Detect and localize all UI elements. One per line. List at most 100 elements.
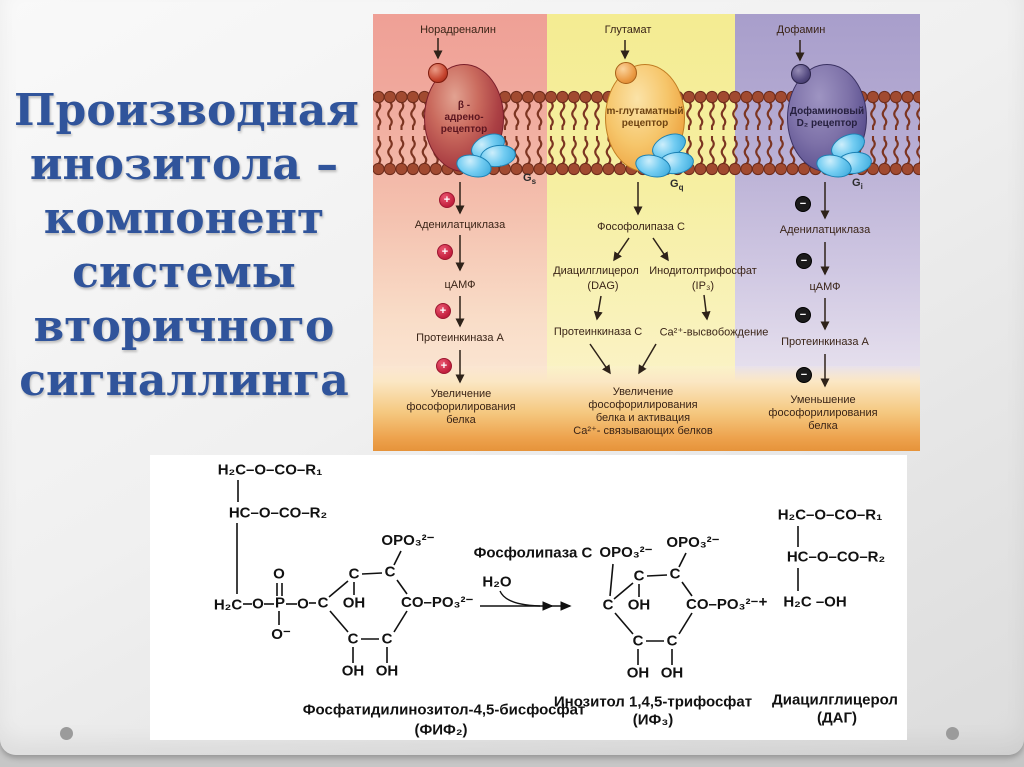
receptor-label: β - (457, 100, 471, 111)
dag-acyl-chain-1: H₂C–O–CO–R₁ (777, 506, 883, 524)
receptor-label: Дофаминовый (789, 106, 865, 117)
g-base: G (670, 178, 679, 190)
step-camp: цАМФ (809, 281, 841, 293)
g-sub: i (860, 182, 863, 191)
pip2-o: O (252, 595, 264, 613)
receptor-label: D₂ рецептор (796, 118, 858, 129)
g-protein-label-gq: Gq (670, 178, 683, 192)
inhibition-badge: − (796, 367, 812, 383)
pip2-phosphorus: P (274, 594, 286, 612)
title-line: Производная (14, 85, 359, 136)
receptor-label: m-глутаматный (606, 106, 684, 117)
slide-decoration-dot-left (60, 727, 73, 740)
pip2-name-label: Фосфатидилинозитол-4,5-бисфосфат (302, 701, 586, 719)
slide-decoration-dot-right (946, 727, 959, 740)
ligand-label-dopamine: Дофамин (776, 24, 826, 36)
receptor-label: рецептор (440, 124, 488, 135)
ring-carbon: C (317, 594, 329, 612)
slide-title: Производная инозитола – компонент систем… (14, 84, 359, 408)
ring-carbon: C (669, 565, 681, 583)
signaling-pathway-diagram: β - адрено- рецептор m-глутаматный рецеп… (373, 14, 920, 451)
g-base: G (852, 177, 861, 189)
ring-co-phosphate: CO–PO₃²⁻ (686, 596, 759, 613)
metabolite-dag: Диацилглицерол (553, 265, 639, 277)
ring-carbon: C (633, 567, 645, 585)
step-protein-kinase-a: Протеинкиназа А (416, 332, 504, 344)
g-base: G (523, 172, 532, 184)
ring-hydroxyl: OH (626, 664, 650, 682)
step-adenylate-cyclase: Аденилатциклаза (779, 224, 871, 236)
title-line: сигналлинга (19, 355, 349, 406)
pip2-double-bond-o: O (273, 565, 285, 583)
outcome-increase-phosphorylation: Увеличение фософорилирования белка (406, 388, 516, 426)
ring-hydroxyl: OH (375, 662, 399, 680)
glutamate-ligand-ball (615, 62, 637, 84)
pip2-acyl-chain-2: HC–O–CO–R₂ (228, 504, 328, 522)
chemical-reaction-diagram: H₂C–O–CO–R₁ HC–O–CO–R₂ H₂C O P O O O⁻ C … (150, 455, 907, 740)
step-phospholipase-c: Фософолипаза C (597, 221, 685, 233)
dag-abbr-label: (ДАГ) (816, 709, 858, 727)
pip2-acyl-chain-1: H₂C–O–CO–R₁ (217, 461, 323, 479)
chemical-bonds (236, 480, 799, 665)
g-sub: s (531, 177, 537, 186)
metabolite-ip3: Инодитолтрифосфат (649, 265, 757, 277)
g-sub: q (678, 183, 684, 192)
receptor-label: рецептор (621, 118, 669, 129)
ring-phosphate-group: OPO₃²⁻ (666, 534, 720, 551)
ip3-inositol-ring: C C C OH C C OH OH OPO₃²⁻ OPO₃²⁻ CO–PO₃²… (596, 530, 759, 690)
metabolite-ip3-abbr: (IP₃) (691, 280, 715, 292)
ring-carbon: C (381, 630, 393, 648)
phospholipase-c-label: Фосфолипаза C (473, 544, 593, 562)
ring-carbon: C (347, 630, 359, 648)
title-line: вторичного (33, 301, 335, 352)
title-line: инозитола – (29, 139, 339, 190)
pip2-inositol-ring: C C C OH C C OH OH OPO₃²⁻ CO–PO₃²⁻ (311, 528, 474, 688)
plus-sign: + (758, 593, 768, 611)
ring-co-phosphate: CO–PO₃²⁻ (401, 594, 474, 611)
inhibition-badge: − (795, 196, 811, 212)
ligand-label-noradrenaline: Норадреналин (420, 24, 496, 36)
ligand-label-glutamate: Глутамат (604, 24, 652, 36)
pip2-abbr-label: (ФИФ₂) (414, 721, 468, 739)
inhibition-badge: − (795, 307, 811, 323)
stimulation-badge: + (437, 244, 453, 260)
stimulation-badge: + (435, 303, 451, 319)
water-label: H₂O (482, 573, 512, 591)
title-line: компонент (43, 193, 325, 244)
ip3-abbr-label: (ИФ₃) (632, 711, 674, 729)
stimulation-badge: + (436, 358, 452, 374)
step-adenylate-cyclase: Аденилатциклаза (414, 219, 506, 231)
ring-hydroxyl: OH (342, 594, 366, 612)
pip2-o: O (297, 595, 309, 613)
pathway-arrows (433, 38, 830, 388)
ring-carbon: C (666, 632, 678, 650)
pip2-ch2: H₂C (213, 596, 243, 614)
ring-phosphate-group: OPO₃²⁻ (599, 544, 653, 561)
ring-carbon: C (602, 596, 614, 614)
dag-ch2-oh: H₂C –OH (783, 593, 847, 611)
metabolite-dag-abbr: (DAG) (587, 280, 619, 292)
dag-name-label: Диацилглицерол (772, 691, 898, 709)
ring-phosphate-group: OPO₃²⁻ (381, 532, 435, 549)
ring-hydroxyl: OH (341, 662, 365, 680)
ring-hydroxyl: OH (660, 664, 684, 682)
receptor-label: адрено- (444, 112, 484, 123)
title-line: системы (72, 247, 296, 298)
dag-acyl-chain-2: HC–O–CO–R₂ (786, 548, 886, 566)
ring-carbon: C (348, 565, 360, 583)
pip2-o-minus: O⁻ (271, 626, 291, 643)
outcome-increase-phosphorylation-calcium: Увеличение фософорилирования белка и акт… (573, 386, 713, 437)
step-camp: цАМФ (444, 279, 476, 291)
inhibition-badge: − (796, 253, 812, 269)
ring-carbon: C (384, 563, 396, 581)
g-protein-label-gi: Gi (852, 177, 863, 191)
noradrenaline-ligand-ball (428, 63, 448, 83)
effector-calcium-release: Ca²⁺-высвобождение (659, 326, 769, 339)
ring-carbon: C (632, 632, 644, 650)
ring-hydroxyl: OH (627, 596, 651, 614)
outcome-decrease-phosphorylation: Уменьшение фософорилирования белка (768, 394, 878, 432)
stimulation-badge: + (439, 192, 455, 208)
step-protein-kinase-a: Протеинкиназа А (781, 336, 869, 348)
g-protein-label-gs: Gs (523, 172, 536, 186)
